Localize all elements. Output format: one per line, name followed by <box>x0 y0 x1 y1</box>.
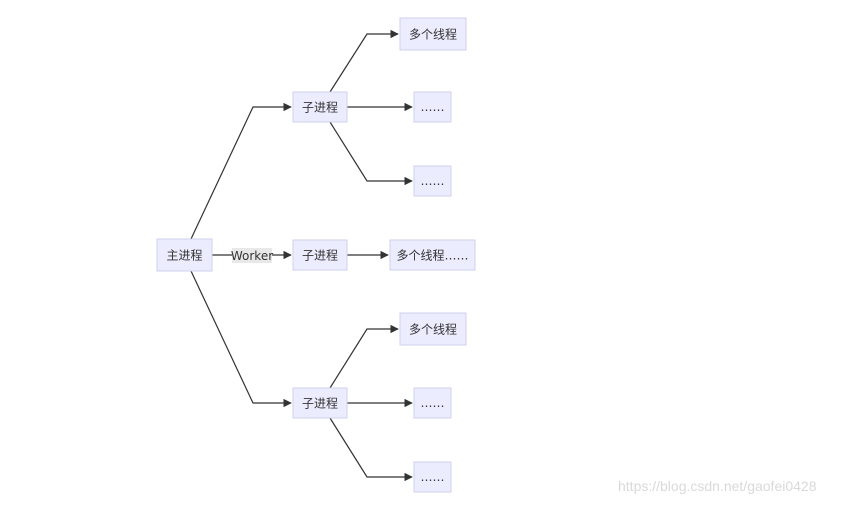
edge-child-top-to-etc-2 <box>329 121 413 186</box>
node-threads-mid-label: 多个线程…… <box>396 248 468 263</box>
node-bot-etc-1-label: …… <box>421 396 445 410</box>
edge-label-worker: Worker <box>231 248 273 263</box>
node-top-etc-1-label: …… <box>421 100 445 114</box>
node-child-process-mid: 子进程 <box>292 239 348 271</box>
node-main-process: 主进程 <box>156 238 213 272</box>
node-threads-top: 多个线程 <box>399 17 467 51</box>
node-threads-bot: 多个线程 <box>399 312 467 346</box>
edge-label-text: Worker <box>231 249 273 263</box>
edge-main-to-child-bot <box>190 270 292 408</box>
node-threads-mid: 多个线程…… <box>389 239 476 271</box>
node-top-etc-2-label: …… <box>421 174 445 188</box>
edge-child-top-to-threads <box>329 29 399 93</box>
node-child-bot-label: 子进程 <box>302 396 338 411</box>
edge-child-bot-to-etc-2 <box>329 417 413 482</box>
node-bot-etc-2: …… <box>413 461 452 493</box>
node-top-etc-1: …… <box>413 91 452 123</box>
node-child-process-top: 子进程 <box>292 91 348 123</box>
node-child-process-bot: 子进程 <box>292 387 348 419</box>
edge-main-to-child-top <box>190 102 292 240</box>
edge-child-bot-to-threads <box>329 324 399 389</box>
node-child-mid-label: 子进程 <box>302 248 338 263</box>
node-top-etc-2: …… <box>413 165 452 197</box>
node-threads-bot-label: 多个线程 <box>409 322 457 337</box>
node-bot-etc-1: …… <box>413 387 452 419</box>
node-bot-etc-2-label: …… <box>421 470 445 484</box>
node-main-label: 主进程 <box>166 248 202 263</box>
watermark-url: https://blog.csdn.net/gaofei0428 <box>618 478 817 494</box>
node-child-top-label: 子进程 <box>302 100 338 115</box>
node-threads-top-label: 多个线程 <box>409 27 457 42</box>
